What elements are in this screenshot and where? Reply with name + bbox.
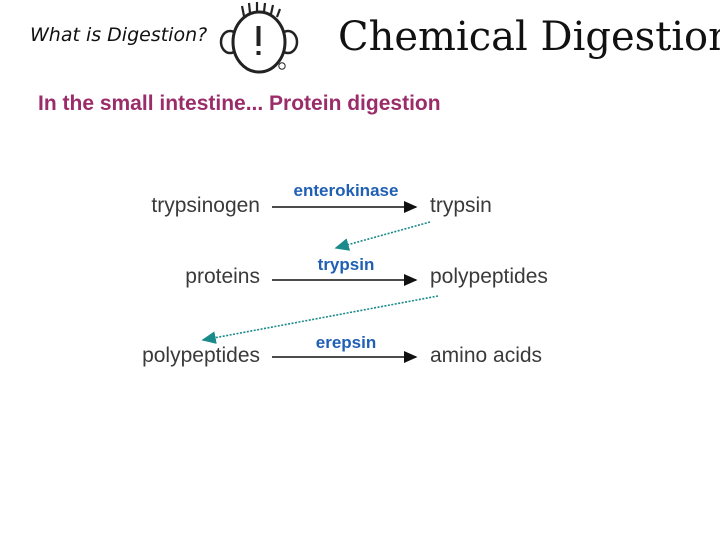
reaction-1-product: trypsin bbox=[430, 194, 492, 217]
reaction-2-product: polypeptides bbox=[430, 265, 548, 288]
page-title: Chemical Digestion bbox=[338, 14, 720, 60]
subtitle: In the small intestine... Protein digest… bbox=[38, 92, 441, 115]
reaction-2-enzyme: trypsin bbox=[317, 255, 375, 274]
reaction-2-substrate: proteins bbox=[185, 265, 260, 288]
reaction-3-enzyme: erepsin bbox=[315, 333, 377, 352]
reaction-3-substrate: polypeptides bbox=[142, 344, 260, 367]
exclamation-face-icon bbox=[219, 2, 299, 74]
reaction-1-enzyme: enterokinase bbox=[293, 181, 399, 200]
reaction-1-substrate: trypsinogen bbox=[151, 194, 260, 217]
link-arrow-polypeptides bbox=[201, 295, 439, 344]
header-question: What is Digestion? bbox=[30, 24, 208, 46]
reaction-3-product: amino acids bbox=[430, 344, 543, 367]
link-arrow-trypsin bbox=[334, 221, 431, 251]
